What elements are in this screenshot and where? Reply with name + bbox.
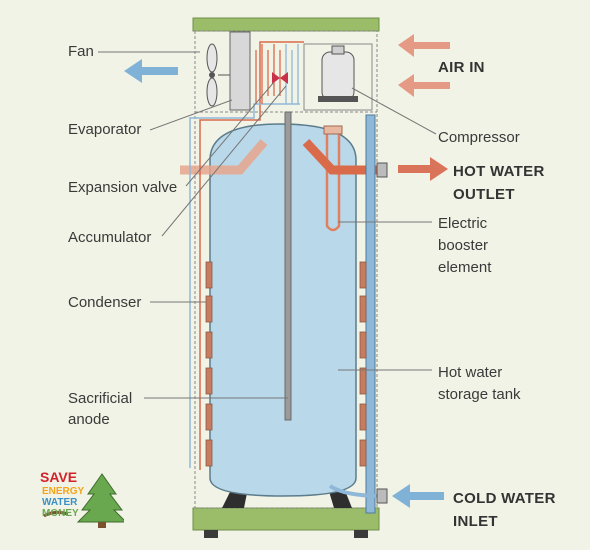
foot-right — [354, 530, 368, 538]
label-storage-tank: storage tank — [438, 386, 521, 403]
electric-booster-element — [325, 128, 341, 232]
leader-lines — [98, 51, 437, 399]
label-electric: Electric — [438, 215, 488, 232]
condenser-coil-left — [205, 261, 213, 467]
air-out-arrow — [124, 59, 178, 83]
compressor-box — [303, 43, 373, 111]
label-condenser: Condenser — [68, 294, 142, 311]
label-evaporator: Evaporator — [68, 121, 142, 138]
top-plate — [192, 17, 380, 32]
logo-water: WATER — [42, 497, 78, 508]
expansion-valve — [272, 72, 288, 84]
evaporator — [229, 31, 251, 111]
save-energy-logo: SAVE ENERGY WATER MONEY — [34, 470, 124, 530]
label-element: element — [438, 259, 492, 276]
logo-save: SAVE — [40, 469, 78, 485]
label-outlet: OUTLET — [453, 186, 515, 203]
pine-tree-icon — [43, 473, 124, 528]
refrigerant-line-hot — [199, 41, 304, 470]
cold-inlet-bottom-pipe — [328, 484, 383, 498]
logo-money: MONEY — [42, 508, 79, 519]
label-booster: booster — [438, 237, 489, 254]
cold-water-riser — [365, 114, 376, 514]
logo-energy: ENERGY — [42, 486, 85, 497]
sacrificial-anode — [284, 111, 292, 421]
hot-water-out-arrow — [398, 157, 448, 181]
cold-water-in-arrow — [392, 484, 444, 508]
label-hot-water-tank: Hot water — [438, 364, 503, 381]
inlet-fitting — [376, 488, 388, 504]
label-sacrificial: Sacrificial — [68, 390, 133, 407]
label-cold-water: COLD WATER — [453, 490, 556, 507]
storage-tank — [209, 123, 357, 497]
air-in-arrow-top — [398, 34, 450, 57]
refrigerant-coil-loops — [255, 44, 281, 104]
fan — [206, 43, 230, 107]
label-compressor: Compressor — [438, 129, 520, 146]
refrigerant-line-cold — [189, 103, 300, 468]
label-inlet: INLET — [453, 513, 498, 530]
compressor — [318, 45, 358, 102]
label-air-in: AIR IN — [438, 59, 485, 76]
cabinet-outline — [194, 30, 378, 509]
outlet-fitting — [376, 162, 388, 178]
base-plate — [192, 507, 380, 531]
foot-left — [204, 530, 218, 538]
label-expansion-valve: Expansion valve — [68, 179, 178, 196]
hot-water-outlet-pipe — [302, 138, 382, 175]
label-hot-water: HOT WATER — [453, 163, 545, 180]
condenser-coil-right — [359, 261, 367, 467]
label-accumulator: Accumulator — [68, 229, 152, 246]
air-in-arrow-bottom — [398, 74, 450, 97]
label-anode: anode — [68, 411, 110, 428]
label-fan: Fan — [68, 43, 94, 60]
